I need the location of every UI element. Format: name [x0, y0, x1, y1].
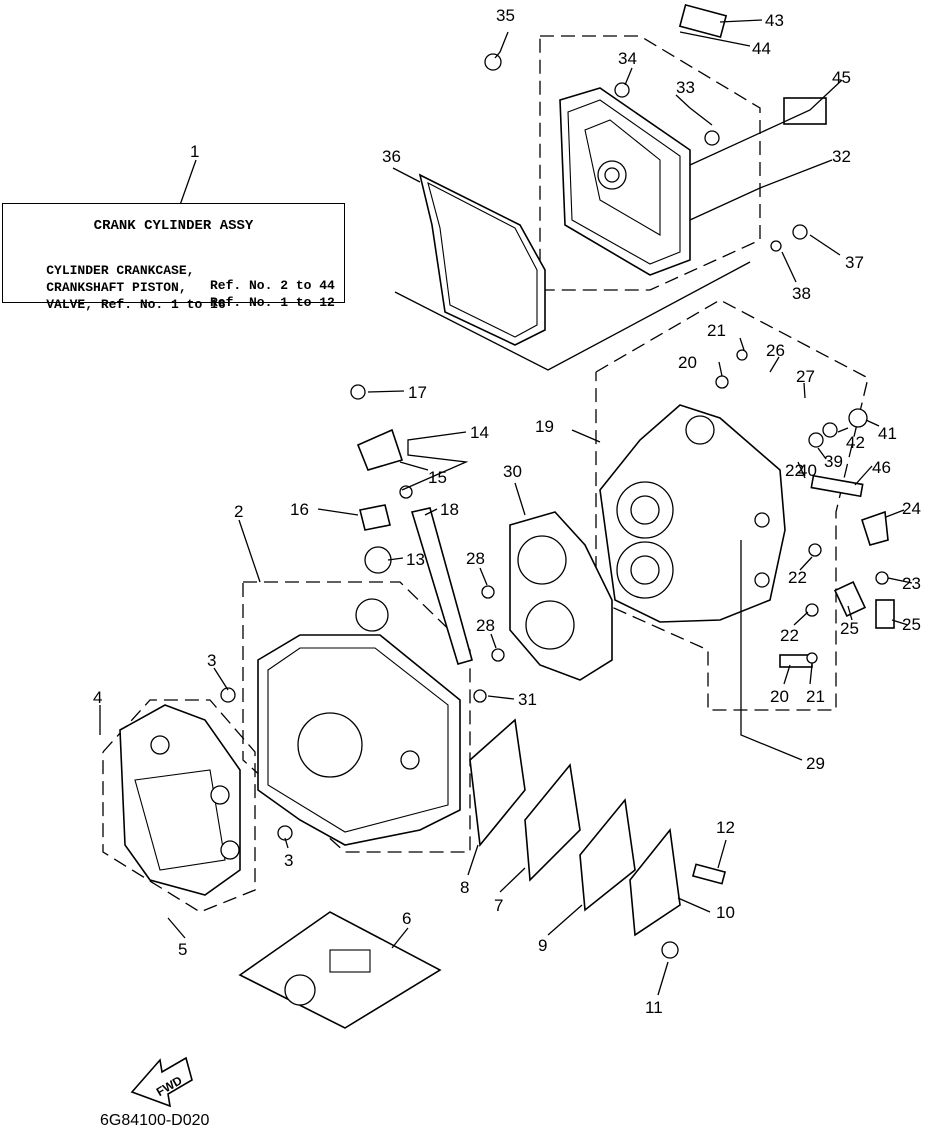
callout-29: 29 [806, 754, 825, 773]
callout-3: 3 [284, 851, 293, 870]
part-small-hardware [220, 3, 895, 959]
callout-34: 34 [618, 49, 637, 68]
callout-5: 5 [178, 940, 187, 959]
info-line-text: VALVE, Ref. No. 1 to 16 [46, 297, 226, 312]
callout-45: 45 [832, 68, 851, 87]
part-plates-7-to-10 [469, 718, 681, 937]
callout-20: 20 [678, 353, 697, 372]
callout-18: 18 [440, 500, 459, 519]
fwd-arrow: FWD [130, 1056, 193, 1108]
callout-21: 21 [806, 687, 825, 706]
callout-24: 24 [902, 499, 921, 518]
callout-28: 28 [466, 549, 485, 568]
callout-22: 22 [785, 461, 804, 480]
callout-21: 21 [707, 321, 726, 340]
callout-44: 44 [752, 39, 771, 58]
callout-16: 16 [290, 500, 309, 519]
callout-39: 39 [824, 452, 843, 471]
callout-9: 9 [538, 936, 547, 955]
callout-17: 17 [408, 383, 427, 402]
assembly-info-box: CRANK CYLINDER ASSY CYLINDER CRANKCASE, … [2, 203, 345, 312]
callout-14: 14 [470, 423, 489, 442]
callout-35: 35 [496, 6, 515, 25]
callout-27: 27 [796, 367, 815, 386]
info-line-valve: VALVE, Ref. No. 1 to 16 [15, 282, 226, 327]
info-line-cylinder-crankcase: CYLINDER CRANKCASE, Ref. No. 2 to 44 [15, 248, 335, 308]
callout-28: 28 [476, 616, 495, 635]
group-boundaries [102, 35, 869, 913]
callout-11: 11 [645, 998, 663, 1017]
part-cylinder-head-19 [599, 404, 786, 623]
info-line-ref: Ref. No. 2 to 44 [210, 278, 335, 293]
info-line-ref: Ref. No. 1 to 12 [210, 295, 335, 310]
part-exhaust-cover-4 [119, 704, 241, 896]
info-line-crankshaft-piston: CRANKSHAFT PISTON, Ref. No. 1 to 12 [15, 265, 335, 325]
callout-37: 37 [845, 253, 864, 272]
part-head-cover-32 [559, 87, 691, 276]
info-line-text: CRANKSHAFT PISTON, [46, 280, 187, 295]
part-gasket-36 [394, 173, 751, 371]
callout-38: 38 [792, 284, 811, 303]
callout-26: 26 [766, 341, 785, 360]
callout-41: 41 [878, 424, 897, 443]
diagram-code: 6G84100-D020 [100, 1112, 210, 1129]
callout-13: 13 [406, 550, 425, 569]
info-line-text: CYLINDER CRANKCASE, [46, 263, 195, 278]
callout-43: 43 [765, 11, 784, 30]
leader-lines [99, 19, 913, 996]
callout-30: 30 [503, 462, 522, 481]
callout-42: 42 [846, 433, 865, 452]
callout-40: 40 [798, 461, 817, 480]
callout-4: 4 [93, 688, 102, 707]
callout-labels: 1 2 3 3 4 5 6 7 8 9 10 11 12 13 14 15 16… [93, 6, 921, 1017]
callout-12: 12 [716, 818, 735, 837]
callout-22: 22 [780, 626, 799, 645]
part-gasket-6 [238, 911, 442, 1029]
callout-46: 46 [872, 458, 891, 477]
callout-25: 25 [902, 615, 921, 634]
callout-10: 10 [716, 903, 735, 922]
callout-32: 32 [832, 147, 851, 166]
callout-8: 8 [460, 878, 469, 897]
part-crankcase-2 [257, 598, 461, 846]
callout-33: 33 [676, 78, 695, 97]
callout-1: 1 [190, 142, 199, 161]
callout-3: 3 [207, 651, 216, 670]
callout-7: 7 [494, 896, 503, 915]
callout-19: 19 [535, 417, 554, 436]
callout-6: 6 [402, 909, 411, 928]
callout-25: 25 [840, 619, 859, 638]
callout-2: 2 [234, 502, 243, 521]
callout-31: 31 [518, 690, 537, 709]
callout-22: 22 [788, 568, 807, 587]
part-head-gasket-30 [509, 511, 613, 681]
callout-23: 23 [902, 574, 921, 593]
callout-15: 15 [428, 468, 447, 487]
callout-36: 36 [382, 147, 401, 166]
callout-20: 20 [770, 687, 789, 706]
assembly-title: CRANK CYLINDER ASSY [93, 218, 254, 234]
